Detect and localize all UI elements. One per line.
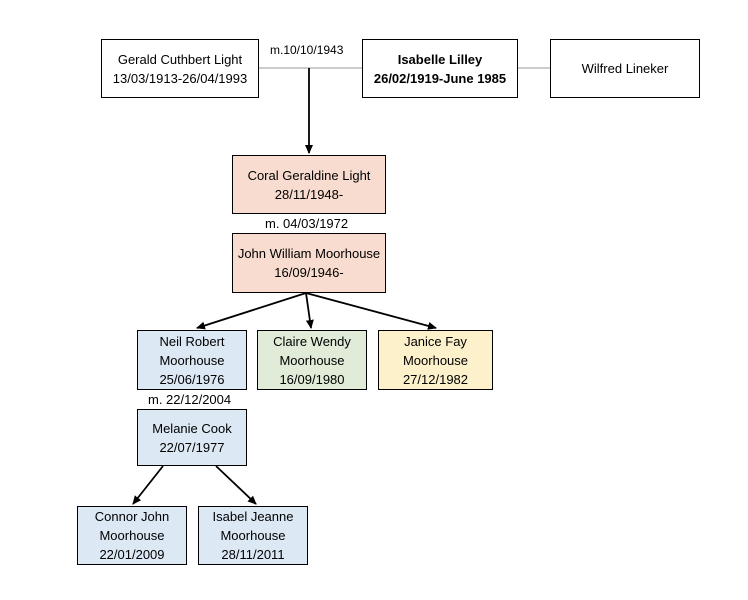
person-box-connor-john-moorhouse: Connor John Moorhouse 22/01/2009 — [77, 506, 187, 565]
person-dates: 28/11/2011 — [221, 547, 285, 562]
person-surname: Moorhouse — [159, 352, 225, 368]
marriage-label: m. 04/03/1972 — [265, 216, 349, 231]
person-box-neil-robert-moorhouse: Neil Robert Moorhouse 25/06/1976 — [137, 330, 247, 390]
person-name: Wilfred Lineker — [581, 61, 669, 76]
person-box-melanie-cook: Melanie Cook 22/07/1977 — [137, 409, 247, 466]
person-name: John William Moorhouse — [237, 246, 381, 261]
person-box-isabelle-lilley: Isabelle Lilley 26/02/1919-June 1985 — [362, 39, 518, 98]
person-name: Connor John — [94, 509, 170, 524]
person-surname: Moorhouse — [402, 352, 469, 368]
descent-arrow-isabel — [215, 465, 257, 505]
person-name: Isabelle Lilley — [397, 51, 483, 67]
descent-arrow-connor — [132, 465, 164, 505]
marriage-label: m. 22/12/2004 — [148, 392, 232, 407]
marriage-label: m.10/10/1943 — [270, 43, 344, 57]
person-box-gerald-cuthbert-light: Gerald Cuthbert Light 13/03/1913-26/04/1… — [101, 39, 259, 98]
person-name: Coral Geraldine Light — [247, 167, 371, 183]
person-dates: 26/02/1919-June 1985 — [373, 70, 507, 86]
person-box-claire-wendy-moorhouse: Claire Wendy Moorhouse 16/09/1980 — [257, 330, 367, 390]
person-dates: 22/01/2009 — [99, 547, 165, 562]
descent-arrow-neil — [196, 292, 307, 330]
person-surname: Moorhouse — [220, 528, 286, 543]
person-box-janice-fay-moorhouse: Janice Fay Moorhouse 27/12/1982 — [378, 330, 493, 390]
person-dates: 28/11/1948- — [274, 186, 344, 202]
person-name: Gerald Cuthbert Light — [117, 51, 243, 67]
person-dates: 27/12/1982 — [402, 371, 469, 387]
person-surname: Moorhouse — [279, 352, 345, 368]
person-dates: 22/07/1977 — [159, 439, 225, 455]
person-dates: 13/03/1913-26/04/1993 — [112, 70, 248, 86]
person-dates: 16/09/1980 — [279, 371, 345, 387]
person-box-wilfred-lineker: Wilfred Lineker — [550, 39, 700, 98]
descent-arrow-janice — [305, 292, 437, 330]
person-name: Neil Robert — [159, 333, 225, 349]
person-box-coral-geraldine-light: Coral Geraldine Light 28/11/1948- — [232, 155, 386, 214]
descent-arrow-claire — [305, 292, 314, 329]
person-name: Claire Wendy — [273, 333, 351, 349]
person-box-john-william-moorhouse: John William Moorhouse 16/09/1946- — [232, 233, 386, 293]
person-name: Isabel Jeanne — [212, 509, 294, 524]
person-dates: 25/06/1976 — [159, 371, 225, 387]
person-name: Janice Fay — [404, 333, 467, 349]
person-dates: 16/09/1946- — [274, 265, 344, 280]
person-name: Melanie Cook — [152, 420, 232, 436]
person-surname: Moorhouse — [99, 528, 165, 543]
person-box-isabel-jeanne-moorhouse: Isabel Jeanne Moorhouse 28/11/2011 — [198, 506, 308, 565]
